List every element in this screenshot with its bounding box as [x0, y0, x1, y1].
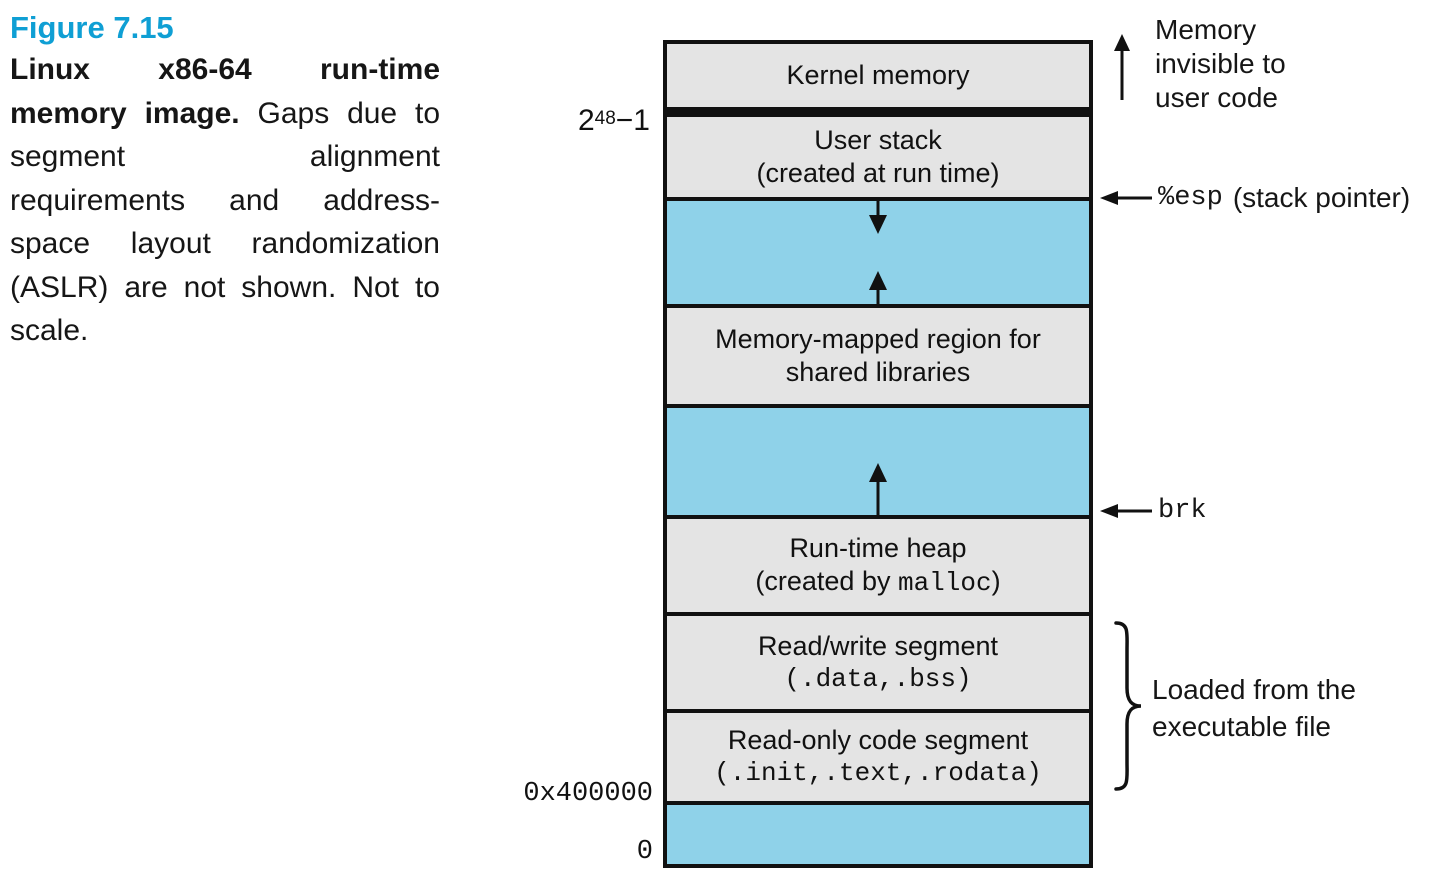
- block-heap-line2: (created by malloc): [755, 565, 1001, 598]
- stack-pointer-annotation: %esp (stack pointer): [1100, 182, 1410, 214]
- brk-pointer-label: brk: [1158, 496, 1207, 526]
- executable-sections-brace-icon: [1114, 621, 1142, 791]
- figure-caption-text: Linux x86-64 run-time memory image. Gaps…: [10, 48, 440, 353]
- left-arrow-icon: [1100, 504, 1152, 518]
- figure-caption: Figure 7.15 Linux x86-64 run-time memory…: [10, 8, 440, 353]
- block-memory-mapped-region: Memory-mapped region for shared librarie…: [667, 308, 1089, 404]
- heap-grows-up-arrow-icon: [869, 463, 887, 515]
- block-user-stack-line2: (created at run time): [756, 158, 1000, 188]
- memory-invisible-note: Memory invisible to user code: [1155, 14, 1286, 113]
- gap-stack-growth: [667, 201, 1089, 304]
- address-label-2-48-minus-1: 248−1: [577, 104, 650, 137]
- stack-pointer-label: (stack pointer): [1232, 182, 1411, 213]
- block-rw-sections: (.data,.bss): [784, 663, 972, 694]
- address-label-zero: 0: [636, 837, 653, 867]
- memory-invisible-up-arrow-icon: [1114, 34, 1130, 100]
- malloc-label: malloc: [897, 567, 992, 598]
- left-arrow-icon: [1100, 191, 1152, 205]
- region-grows-up-arrow-icon: [869, 271, 887, 304]
- esp-register-label: %esp: [1158, 183, 1223, 213]
- block-runtime-heap: Run-time heap (created by malloc): [667, 519, 1089, 612]
- block-user-stack-line1: User stack: [814, 125, 942, 155]
- figure-number: Figure 7.15: [10, 10, 174, 45]
- block-mmap-line1: Memory-mapped region for: [715, 324, 1041, 354]
- block-rw-line1: Read/write segment: [757, 630, 999, 661]
- block-read-only-segment: Read-only code segment (.init,.text,.rod…: [667, 713, 1089, 801]
- figure-caption-body: Gaps due to segment alignment requiremen…: [10, 96, 441, 348]
- block-mmap-line2: shared libraries: [785, 357, 971, 387]
- block-kernel-memory: Kernel memory: [667, 44, 1089, 107]
- gap-unmapped-low-memory: [667, 805, 1089, 864]
- block-read-write-segment: Read/write segment (.data,.bss): [667, 616, 1089, 709]
- block-ro-line1: Read-only code segment: [727, 725, 1029, 755]
- block-kernel-memory-label: Kernel memory: [786, 60, 970, 90]
- figure-title: Linux x86-64 run-time memory image.: [10, 53, 440, 130]
- stack-grows-down-arrow-icon: [869, 201, 887, 234]
- gap-heap-growth: [667, 408, 1089, 515]
- block-ro-sections: (.init,.text,.rodata): [714, 758, 1042, 788]
- loaded-from-executable-note: Loaded from the executable file: [1152, 674, 1356, 742]
- brk-annotation: brk: [1100, 496, 1207, 526]
- kernel-user-boundary-line: [667, 107, 1089, 117]
- address-label-0x400000: 0x400000: [523, 779, 653, 809]
- memory-image-diagram: Kernel memory User stack (created at run…: [663, 40, 1093, 868]
- block-user-stack: User stack (created at run time): [667, 117, 1089, 197]
- block-heap-line1: Run-time heap: [789, 532, 967, 563]
- exponent: 48: [594, 108, 616, 129]
